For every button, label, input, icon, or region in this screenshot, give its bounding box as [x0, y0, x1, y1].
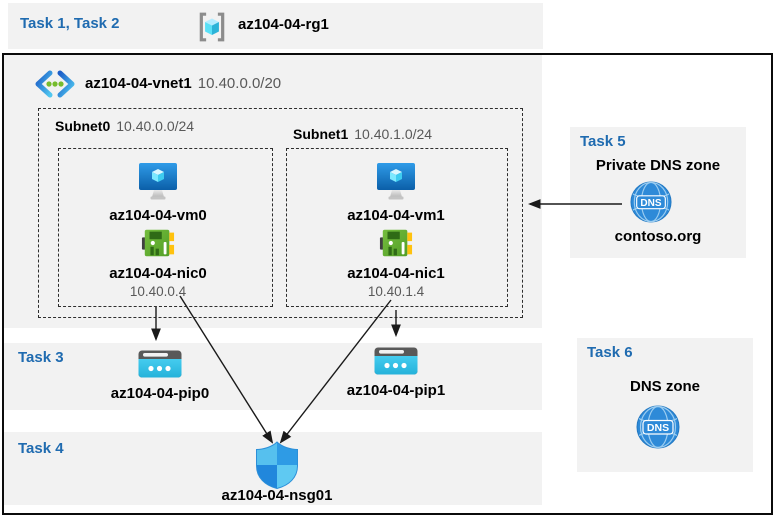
vm1-name: az104-04-vm1 — [347, 207, 445, 224]
virtual-network-icon — [35, 70, 75, 98]
dns-zone-title: DNS zone — [629, 378, 700, 395]
subnet0-box — [58, 148, 273, 307]
task-5-label: Task 5 — [580, 133, 626, 150]
task-3-panel: Task 3 az104-04-pip0 az104-04-pip1 — [4, 343, 542, 410]
private-dns-zone-title: Private DNS zone — [595, 157, 721, 174]
vnet-address-space: 10.40.0.0/20 — [197, 75, 282, 92]
task-6-label: Task 6 — [587, 344, 633, 361]
private-dns-zone-icon: DNS — [630, 181, 672, 223]
subnet0-prefix: 10.40.0.0/24 — [116, 118, 195, 134]
pip1-name: az104-04-pip1 — [346, 382, 446, 399]
subnet1-prefix: 10.40.1.0/24 — [354, 126, 433, 142]
dns-icon-text: DNS — [647, 422, 669, 434]
vm0-name: az104-04-vm0 — [109, 207, 207, 224]
task-5-panel: Task 5 Private DNS zone DNS contoso.org — [570, 127, 746, 258]
nic0-ip: 10.40.0.4 — [129, 284, 187, 299]
nic1-icon — [379, 229, 413, 257]
pip0-icon — [138, 350, 182, 378]
task-1-2-panel: Task 1, Task 2 az104-04-rg1 — [8, 3, 543, 49]
subnet1-name: Subnet1 — [293, 126, 349, 142]
task-6-panel: Task 6 DNS zone DNS — [577, 338, 753, 472]
vnet-region: az104-04-vnet1 10.40.0.0/20 Subnet0 10.4… — [4, 55, 542, 328]
task-3-label: Task 3 — [18, 349, 64, 366]
task-1-2-label: Task 1, Task 2 — [20, 15, 120, 32]
nic0-name: az104-04-nic0 — [109, 265, 207, 282]
resource-group-icon — [199, 12, 225, 42]
subnet0-name: Subnet0 — [55, 118, 111, 134]
private-dns-zone-name: contoso.org — [614, 228, 702, 245]
dns-zone-icon: DNS — [636, 405, 680, 449]
task-4-label: Task 4 — [18, 440, 64, 457]
vm0-icon — [139, 163, 177, 200]
vm1-icon — [377, 163, 415, 200]
nsg-shield-icon — [256, 441, 298, 489]
resource-group-name: az104-04-rg1 — [238, 16, 329, 33]
nic0-icon — [141, 229, 175, 257]
subnet1-box — [286, 148, 508, 307]
pip0-name: az104-04-pip0 — [110, 385, 210, 402]
dns-icon-text: DNS — [640, 198, 661, 209]
pip1-icon — [374, 347, 418, 375]
nsg-name: az104-04-nsg01 — [221, 487, 333, 504]
nic1-name: az104-04-nic1 — [347, 265, 445, 282]
nic1-ip: 10.40.1.4 — [367, 284, 425, 299]
vnet-name: az104-04-vnet1 — [85, 75, 192, 92]
task-4-panel: Task 4 az104-04-nsg01 — [4, 432, 542, 505]
